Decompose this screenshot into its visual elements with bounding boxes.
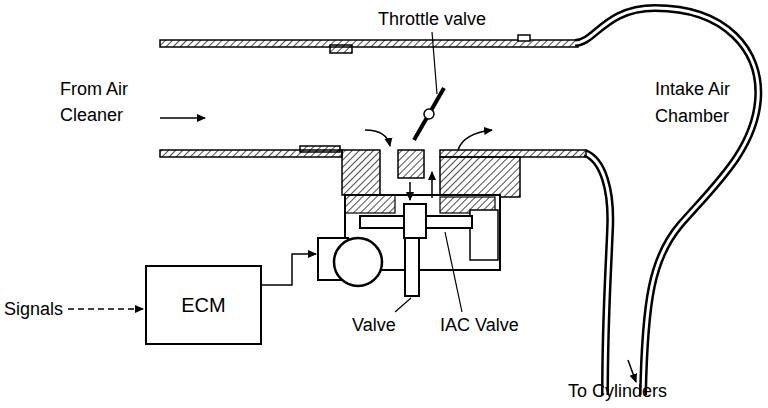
flow-arrow	[409, 182, 411, 200]
pipe-boss	[518, 35, 530, 41]
iac-body-section	[345, 195, 395, 213]
flow-arrow	[365, 130, 390, 146]
leader-line	[432, 32, 437, 94]
bypass-housing	[342, 150, 380, 195]
motor-symbol	[334, 238, 382, 286]
pipe-step	[300, 146, 340, 152]
iac-cylinder	[470, 210, 498, 260]
flow-arrow	[458, 130, 492, 150]
flow-label: To Cylinders	[568, 378, 667, 404]
leader-line	[445, 232, 462, 312]
chamber-wall-inner	[585, 153, 610, 395]
valve-stem	[405, 238, 419, 296]
chamber-wall	[575, 8, 758, 395]
throttle-plate	[414, 88, 444, 140]
part-label: Throttle valve	[378, 6, 486, 32]
part-label: Valve	[352, 312, 396, 338]
part-label: IAC Valve	[440, 312, 519, 338]
throttle-pivot	[424, 109, 434, 119]
pipe-step	[330, 45, 352, 53]
control-wire	[262, 254, 316, 285]
pipe-wall	[440, 150, 586, 157]
flow-arrow	[628, 360, 636, 382]
bypass-divider	[398, 150, 424, 178]
valve-disc	[404, 204, 426, 238]
bypass-housing	[440, 157, 520, 197]
signal-arrow	[68, 308, 143, 310]
chamber-wall-inner	[575, 8, 758, 395]
flow-arrow	[431, 172, 433, 198]
control-module-box: ECM	[145, 265, 262, 345]
leader-line	[395, 298, 411, 312]
pipe-wall	[160, 40, 578, 47]
chamber-wall	[585, 153, 610, 395]
flow-label: From Air Cleaner	[60, 76, 130, 128]
flow-arrow	[160, 117, 205, 119]
signal-label: Signals	[4, 296, 63, 322]
part-label: Intake Air Chamber	[655, 76, 735, 130]
box-text: ECM	[181, 294, 225, 317]
